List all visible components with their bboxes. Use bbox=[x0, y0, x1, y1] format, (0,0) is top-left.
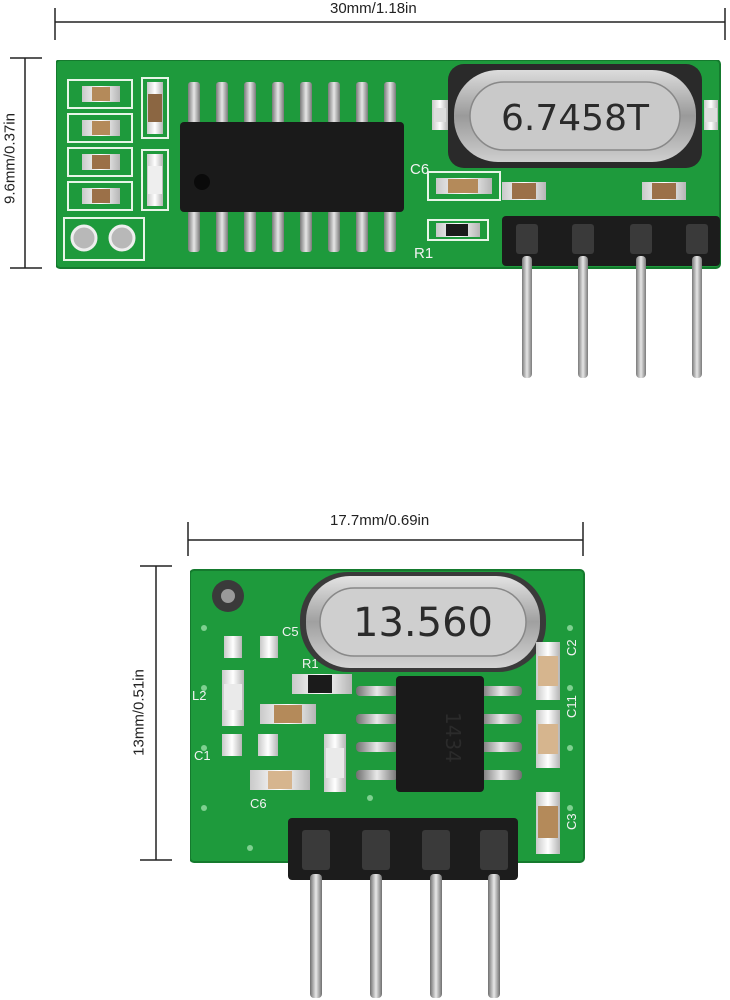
module2-silk-c2: C2 bbox=[564, 639, 579, 656]
module2-silk-c5: C5 bbox=[282, 624, 299, 639]
module2-silk-r1: R1 bbox=[302, 656, 319, 671]
module1-height-label: 9.6mm/0.37in bbox=[1, 113, 19, 204]
module2-silk-l2: L2 bbox=[192, 688, 206, 703]
module2-silk-c1: C1 bbox=[194, 748, 211, 763]
module1-header-pins bbox=[502, 216, 720, 378]
module2-silk-c6: C6 bbox=[250, 796, 267, 811]
module1-ic bbox=[180, 122, 404, 212]
module1-silk-r1: R1 bbox=[414, 245, 433, 262]
module2-height-label: 13mm/0.51in bbox=[130, 669, 148, 756]
module2-pcb: 13.560 C5 L2 C1 C6 R1 C2 C11 C3 bbox=[190, 569, 585, 998]
module2-silk-c3: C3 bbox=[564, 813, 579, 830]
module2-header-pins bbox=[288, 818, 518, 998]
module2-width-label: 17.7mm/0.69in bbox=[330, 512, 430, 529]
module2-ic bbox=[396, 676, 484, 792]
module2-crystal-label: 13.560 bbox=[353, 600, 493, 646]
module1-silk-c6: C6 bbox=[410, 161, 429, 178]
module2-ic-label: 1434 bbox=[441, 712, 465, 763]
module1-width-label: 30mm/1.18in bbox=[330, 0, 417, 17]
module1-pcb: 6.7458T C6 R1 bbox=[56, 60, 721, 378]
module2-silk-c11: C11 bbox=[564, 695, 579, 718]
module1-crystal-label: 6.7458T bbox=[501, 98, 650, 139]
